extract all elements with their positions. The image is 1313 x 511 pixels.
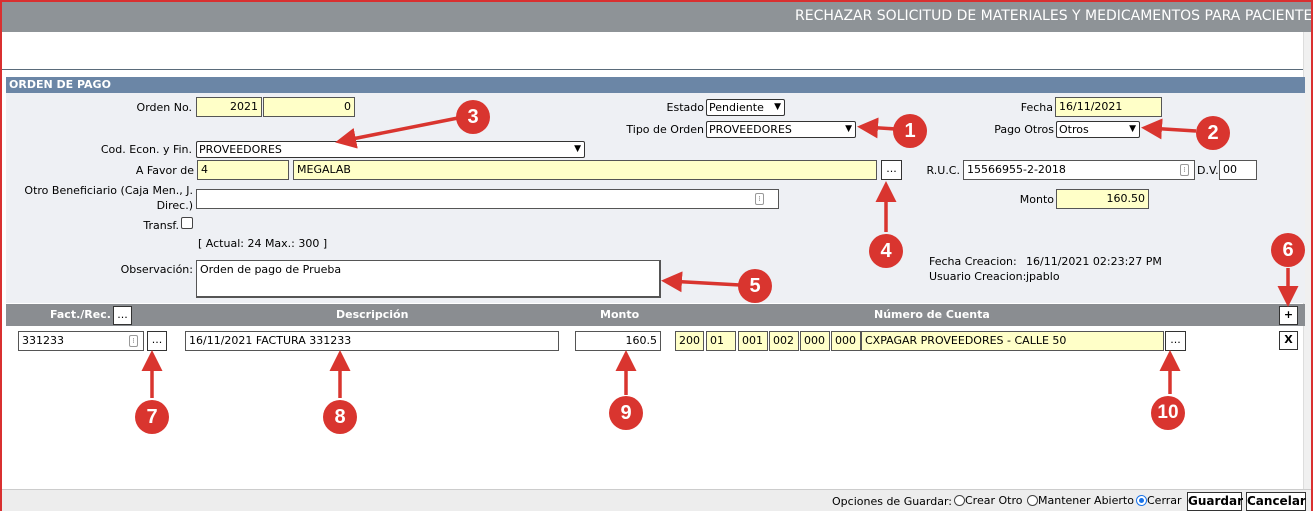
- cuenta-nombre-field[interactable]: CXPAGAR PROVEEDORES - CALLE 50: [861, 331, 1164, 351]
- chevron-down-icon: ▼: [845, 124, 852, 134]
- ruc-label: R.U.C.: [926, 164, 960, 177]
- save-options-label: Opciones de Guardar:: [832, 495, 953, 508]
- cuenta-seg-4[interactable]: 002: [769, 331, 799, 351]
- lock-icon: ⁞: [1180, 164, 1189, 176]
- chevron-down-icon: ▼: [774, 102, 781, 112]
- tipo-orden-label: Tipo de Orden: [626, 123, 704, 136]
- annotation-badge-4: 4: [869, 234, 903, 268]
- observacion-label: Observación:: [120, 263, 193, 276]
- option-cerrar[interactable]: Cerrar: [1136, 494, 1182, 508]
- cuenta-seg-2[interactable]: 01: [706, 331, 736, 351]
- chevron-down-icon: ▼: [574, 144, 581, 154]
- dv-label: D.V.: [1197, 164, 1219, 177]
- footer-bar: [2, 489, 1311, 511]
- a-favor-label: A Favor de: [135, 164, 194, 177]
- fecha-field[interactable]: 16/11/2021: [1055, 97, 1162, 117]
- estado-label: Estado: [666, 101, 704, 114]
- guardar-button[interactable]: Guardar: [1187, 492, 1243, 511]
- annotation-badge-9: 9: [609, 396, 643, 430]
- factura-field[interactable]: 331233 ⁞: [18, 331, 144, 351]
- chevron-down-icon: ▼: [1129, 124, 1136, 134]
- a-favor-code-field[interactable]: 4: [197, 160, 289, 180]
- option-mantener-abierto[interactable]: Mantener Abierto: [1027, 494, 1134, 508]
- transf-label: Transf.: [143, 219, 179, 232]
- fecha-label: Fecha: [1020, 101, 1053, 114]
- estado-select[interactable]: Pendiente▼: [706, 99, 785, 116]
- a-favor-name-field[interactable]: MEGALAB: [293, 160, 877, 180]
- cod-econ-label: Cod. Econ. y Fin.: [100, 143, 192, 156]
- section-title: ORDEN DE PAGO: [6, 77, 1305, 93]
- arrow-3: [335, 116, 459, 149]
- row-monto-field[interactable]: 160.5: [575, 331, 661, 351]
- otro-beneficiario-label-1: Otro Beneficiario (Caja Men., J.: [24, 184, 193, 197]
- annotation-badge-5: 5: [738, 269, 772, 303]
- radio-mantener[interactable]: [1027, 495, 1038, 506]
- usuario-creacion-value: jpablo: [1026, 270, 1060, 283]
- header-divider: [2, 69, 1311, 70]
- orden-number-field[interactable]: 0: [263, 97, 355, 117]
- lock-icon: ⁞: [755, 193, 764, 205]
- pago-otros-select[interactable]: Otros▼: [1056, 121, 1140, 138]
- cuenta-lookup-button[interactable]: ...: [1165, 331, 1186, 351]
- cod-econ-select[interactable]: PROVEEDORES▼: [196, 141, 585, 158]
- pago-otros-label: Pago Otros: [994, 123, 1054, 136]
- cuenta-seg-5[interactable]: 000: [800, 331, 830, 351]
- orden-year-field[interactable]: 2021: [196, 97, 262, 117]
- observacion-textarea[interactable]: Orden de pago de Prueba: [196, 260, 661, 298]
- usuario-creacion-label: Usuario Creacion:: [929, 270, 1027, 283]
- grid-header: Fact./Rec. Descripción Monto Número de C…: [6, 304, 1305, 326]
- title-bar: RECHAZAR SOLICITUD DE MATERIALES Y MEDIC…: [2, 2, 1311, 32]
- col-factura: Fact./Rec.: [50, 308, 111, 321]
- observacion-counter: [ Actual: 24 Max.: 300 ]: [198, 237, 328, 250]
- fecha-creacion-label: Fecha Creacion:: [929, 255, 1017, 268]
- annotation-badge-8: 8: [323, 400, 357, 434]
- arrow-5: [661, 271, 741, 293]
- monto-field[interactable]: 160.50: [1056, 189, 1149, 209]
- annotation-badge-10: 10: [1151, 396, 1185, 430]
- annotation-badge-6: 6: [1271, 233, 1305, 267]
- otro-beneficiario-field[interactable]: ⁞: [196, 189, 779, 209]
- annotation-badge-1: 1: [893, 114, 927, 148]
- window-title: RECHAZAR SOLICITUD DE MATERIALES Y MEDIC…: [795, 8, 1311, 24]
- cuenta-seg-1[interactable]: 200: [675, 331, 704, 351]
- annotation-badge-7: 7: [135, 400, 169, 434]
- lock-icon: ⁞: [129, 335, 138, 347]
- cuenta-seg-6[interactable]: 000: [831, 331, 861, 351]
- radio-cerrar[interactable]: [1136, 495, 1147, 506]
- monto-label: Monto: [1019, 193, 1054, 206]
- radio-crear[interactable]: [954, 495, 965, 506]
- col-monto: Monto: [600, 308, 640, 321]
- annotation-badge-3: 3: [456, 100, 490, 134]
- arrow-1: [857, 117, 897, 139]
- ruc-field[interactable]: 15566955-2-2018 ⁞: [963, 160, 1195, 180]
- col-descripcion: Descripción: [336, 308, 409, 321]
- dv-field[interactable]: 00: [1219, 160, 1257, 180]
- tipo-orden-select[interactable]: PROVEEDORES▼: [706, 121, 856, 138]
- orden-no-label: Orden No.: [136, 101, 192, 114]
- otro-beneficiario-label-2: Direc.): [156, 199, 193, 212]
- col-cuenta: Número de Cuenta: [874, 308, 990, 321]
- delete-row-button[interactable]: X: [1279, 331, 1298, 350]
- fecha-creacion-value: 16/11/2021 02:23:27 PM: [1026, 255, 1162, 268]
- factura-header-button[interactable]: ...: [113, 306, 132, 325]
- option-crear-otro[interactable]: Crear Otro: [954, 494, 1022, 508]
- cancelar-button[interactable]: Cancelar: [1246, 492, 1306, 511]
- arrow-2: [1141, 118, 1197, 140]
- beneficiary-lookup-button[interactable]: ...: [881, 160, 902, 180]
- descripcion-field[interactable]: 16/11/2021 FACTURA 331233: [185, 331, 559, 351]
- cuenta-seg-3[interactable]: 001: [738, 331, 768, 351]
- annotation-badge-2: 2: [1196, 116, 1230, 150]
- transf-checkbox[interactable]: [181, 217, 193, 229]
